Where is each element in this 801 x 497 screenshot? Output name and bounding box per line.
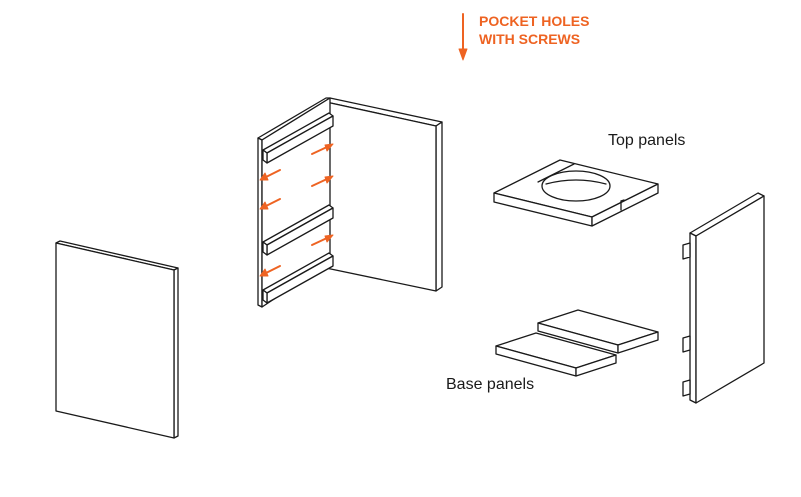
cleat-bottom bbox=[262, 252, 334, 304]
back-panel bbox=[325, 97, 443, 292]
base-panel-front bbox=[495, 332, 617, 377]
right-side-panel bbox=[682, 192, 765, 404]
top-panels bbox=[493, 159, 659, 227]
down-arrow-icon bbox=[458, 13, 468, 61]
cleat-middle bbox=[262, 204, 334, 256]
base-panels-label: Base panels bbox=[446, 376, 535, 393]
left-side-panel bbox=[55, 240, 179, 439]
screw-arrow-icon bbox=[311, 234, 334, 246]
pocket-holes-label-line1: POCKET HOLES bbox=[479, 13, 590, 29]
screw-arrow-icon bbox=[311, 143, 334, 155]
screw-arrow-icon bbox=[259, 265, 281, 277]
screw-arrow-icon bbox=[259, 198, 281, 210]
base-panel-back bbox=[537, 309, 659, 354]
cleat-top bbox=[262, 112, 334, 164]
top-panels-label: Top panels bbox=[608, 132, 686, 149]
screw-arrow-icon bbox=[259, 169, 281, 181]
pocket-holes-label-line2: WITH SCREWS bbox=[479, 31, 581, 47]
screw-arrow-icon bbox=[311, 175, 334, 187]
